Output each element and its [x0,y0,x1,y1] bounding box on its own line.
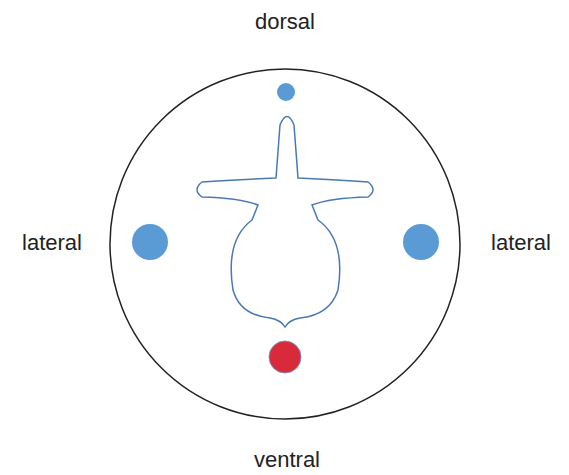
lateral-dot [132,224,168,260]
vertebra-outline [197,117,373,328]
direction-label: ventral [254,449,320,471]
ventral-dot [269,341,301,373]
direction-label: lateral [491,232,551,254]
direction-label: lateral [22,232,82,254]
dorsal-dot [277,83,295,101]
lateral-dot [403,224,439,260]
direction-label: dorsal [255,11,315,33]
body-outline [110,69,460,419]
